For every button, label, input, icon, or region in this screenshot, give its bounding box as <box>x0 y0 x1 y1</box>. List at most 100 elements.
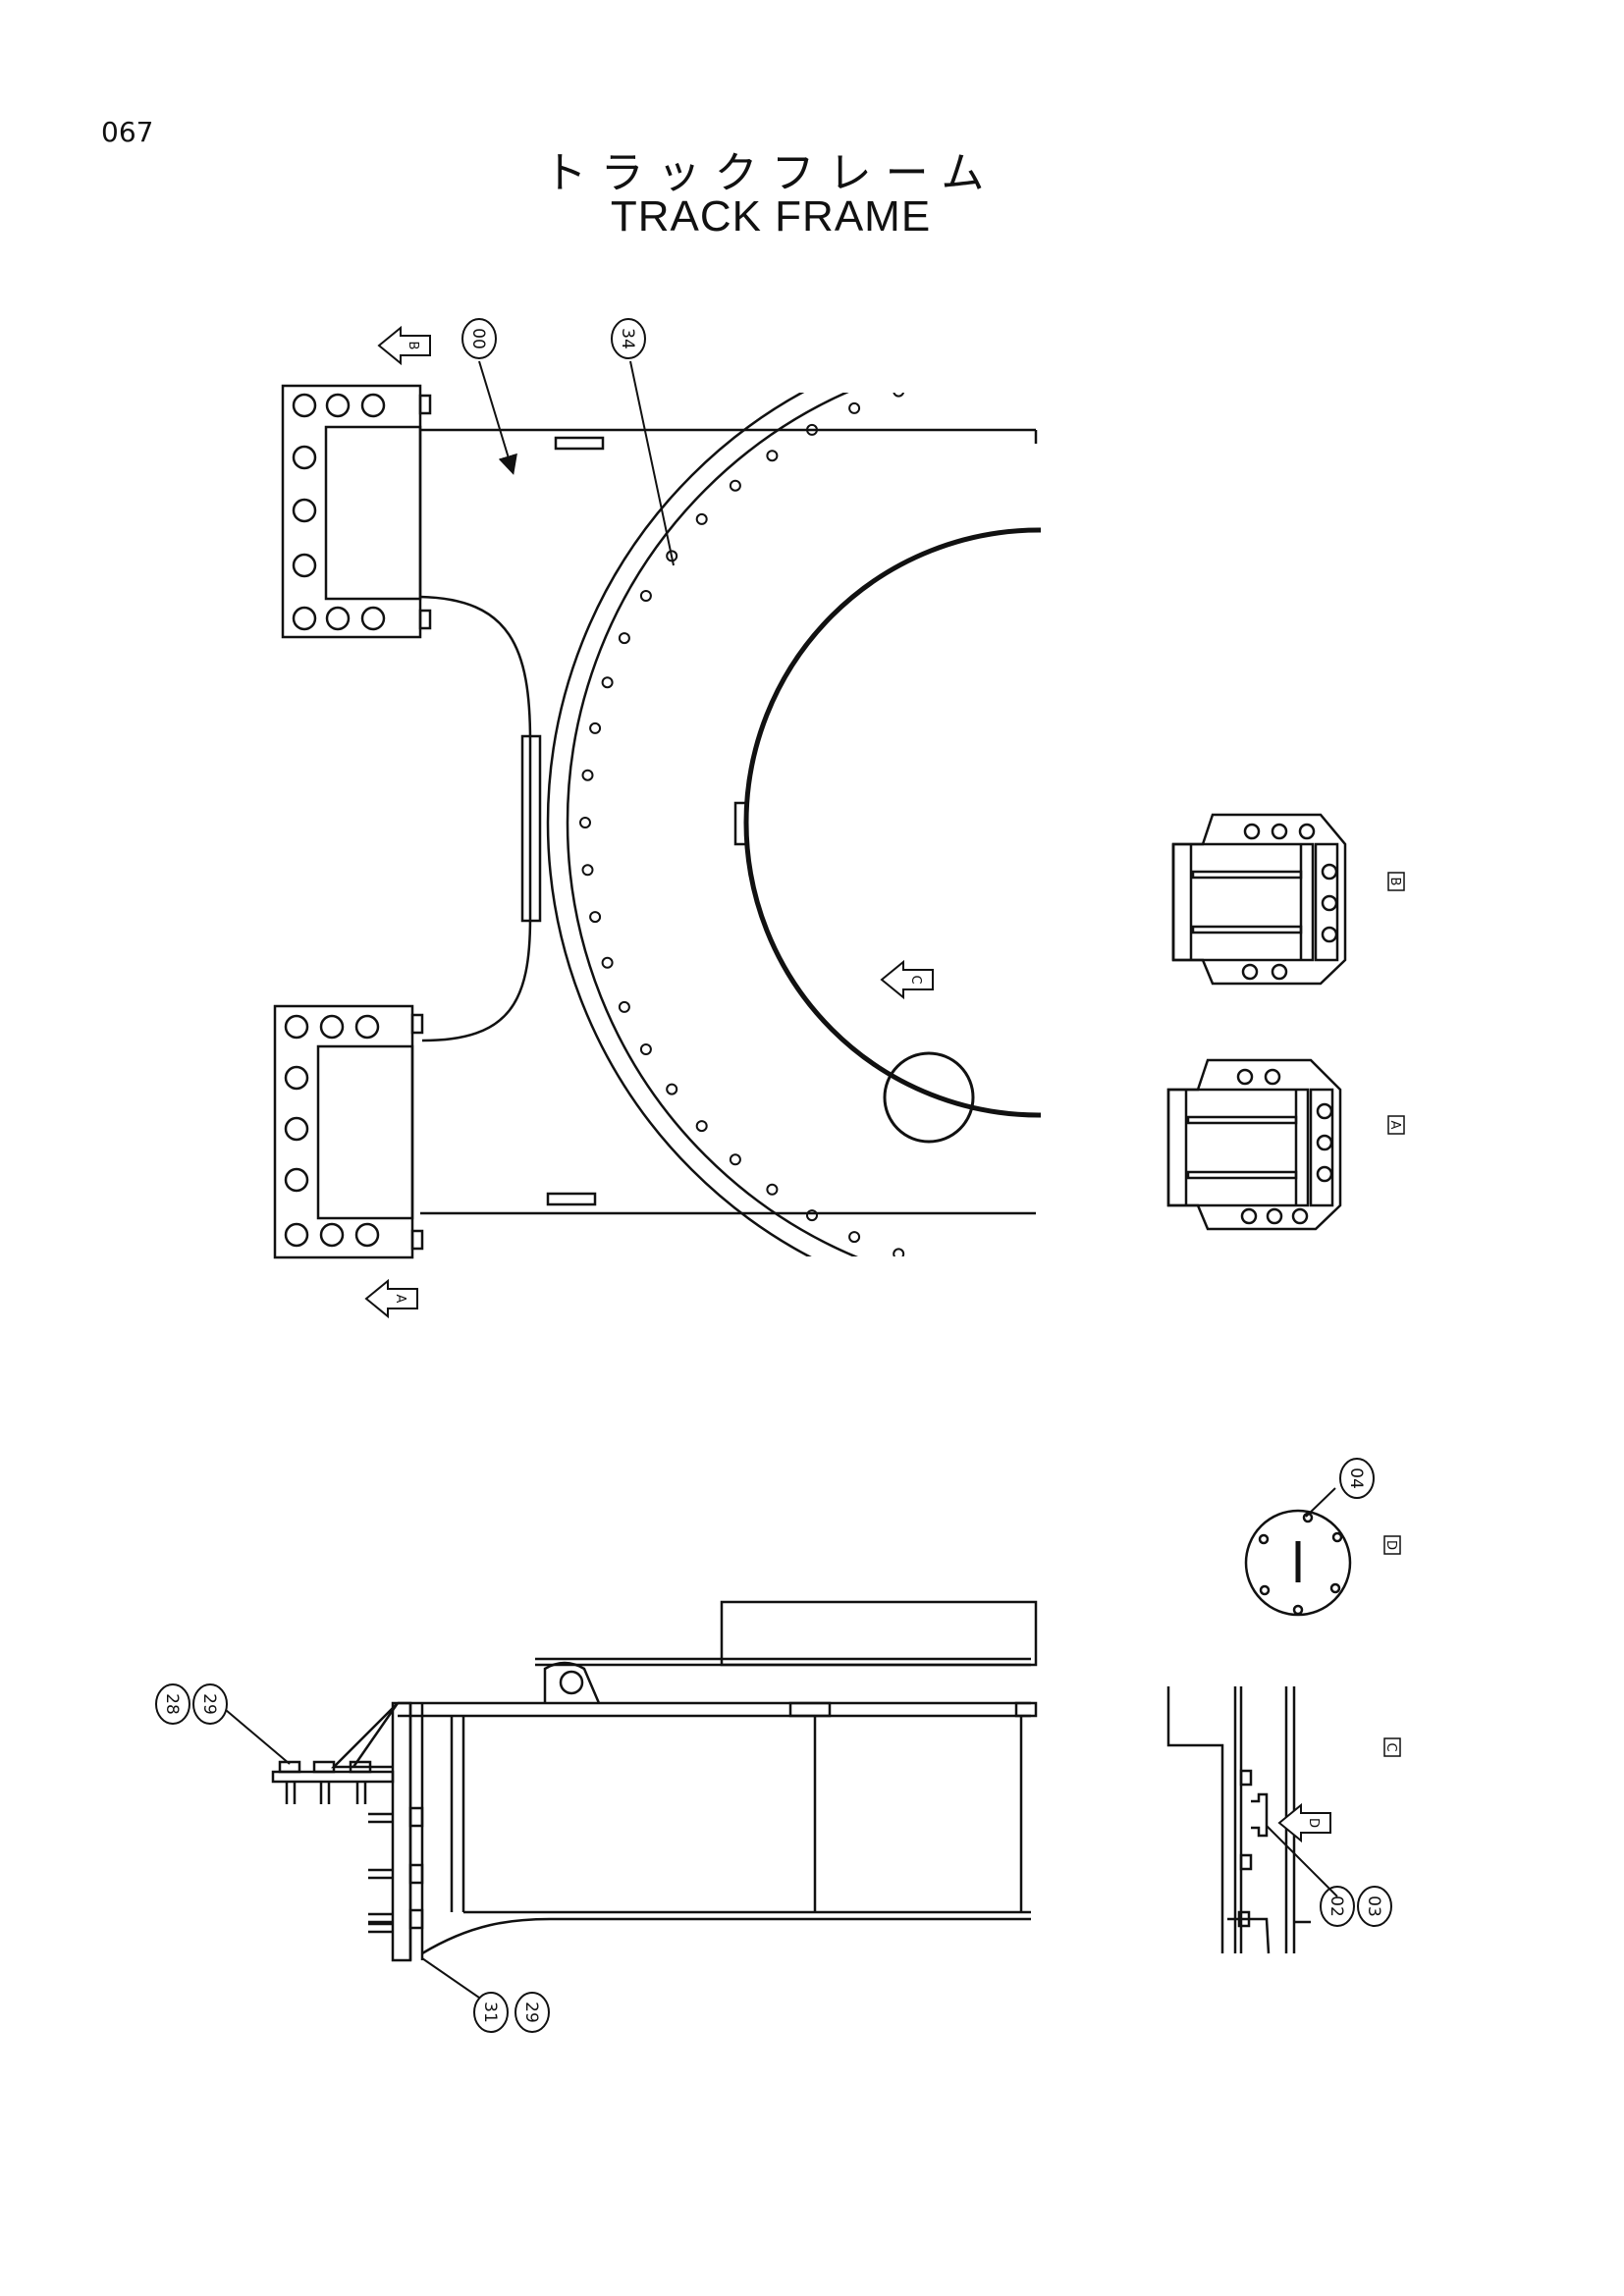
view-arrow-d: D <box>1277 1802 1331 1843</box>
bolt-hole <box>940 374 949 384</box>
callout-label: 29 <box>199 1693 219 1715</box>
view-c-section <box>1166 1686 1311 1954</box>
bolt-hole <box>1486 865 1495 875</box>
view-arrow-a: A <box>364 1278 418 1319</box>
bolt-hole <box>581 769 594 781</box>
plan-view <box>273 364 1497 1281</box>
bolt-hole <box>581 864 594 877</box>
bolt-hole <box>695 1120 708 1133</box>
callout-29b: 29 <box>514 1992 550 2033</box>
svg-text:D: D <box>1383 1540 1398 1550</box>
callout-34: 34 <box>611 318 646 359</box>
bolt-hole <box>1261 425 1271 435</box>
bolt-hole <box>729 1153 741 1166</box>
bolt-hole <box>1081 1269 1091 1279</box>
view-d-cover-plate <box>1244 1509 1352 1617</box>
bolt-hole <box>1128 1261 1138 1271</box>
bolt-hole <box>589 721 602 734</box>
bolt-hole <box>893 393 905 398</box>
callout-03: 03 <box>1357 1886 1392 1927</box>
bolt-hole <box>1401 1085 1411 1095</box>
bolt-hole <box>1174 1249 1184 1258</box>
callout-label: 04 <box>1346 1468 1366 1489</box>
callout-label: 00 <box>468 328 488 349</box>
bolt-hole <box>601 956 614 969</box>
title-japanese: トラックフレーム <box>543 148 999 198</box>
callout-00: 00 <box>461 318 497 359</box>
svg-text:B: B <box>1387 878 1402 886</box>
view-label-a: A <box>1387 1115 1405 1135</box>
bolt-hole <box>806 1209 818 1222</box>
bolt-hole <box>1371 1121 1380 1131</box>
callout-label: 02 <box>1326 1896 1346 1917</box>
svg-text:B: B <box>406 342 420 350</box>
bolt-hole <box>1465 677 1475 687</box>
bolt-hole <box>1034 1271 1044 1281</box>
bolt-hole <box>639 590 652 602</box>
bolt-hole <box>618 1000 630 1013</box>
bolt-hole <box>1218 1232 1228 1242</box>
svg-text:D: D <box>1306 1818 1321 1828</box>
bolt-hole <box>579 817 591 828</box>
bolt-hole <box>695 512 708 525</box>
bolt-hole <box>1301 451 1311 460</box>
leader-lines <box>225 360 1338 1999</box>
svg-text:A: A <box>1387 1121 1402 1130</box>
callout-label: 03 <box>1364 1896 1383 1917</box>
callout-label: 28 <box>162 1693 182 1715</box>
swing-bearing-ring <box>546 364 1497 1281</box>
bolt-hole <box>1034 364 1044 374</box>
bolt-hole <box>1488 818 1497 828</box>
callout-02: 02 <box>1320 1886 1355 1927</box>
view-label-b: B <box>1387 872 1405 891</box>
bolt-hole <box>766 450 779 462</box>
bolt-hole <box>1081 367 1091 377</box>
bolt-hole <box>1218 403 1228 413</box>
callout-31: 31 <box>473 1992 509 2033</box>
bolt-hole <box>1128 374 1138 384</box>
title-english: TRACK FRAME <box>610 192 932 240</box>
callout-04: 04 <box>1339 1458 1375 1499</box>
bolt-hole <box>1448 633 1458 643</box>
callout-label: 34 <box>618 328 637 349</box>
bolt-hole <box>848 401 861 414</box>
upper-mount-block <box>281 384 432 639</box>
page-number: 067 <box>101 116 154 148</box>
bolt-hole <box>639 1043 652 1055</box>
view-label-c: C <box>1383 1737 1401 1757</box>
bolt-hole <box>589 911 602 924</box>
bolt-hole <box>1337 1154 1347 1164</box>
view-arrow-b: B <box>377 325 431 366</box>
bolt-hole <box>848 1231 861 1244</box>
bolt-hole <box>1465 958 1475 968</box>
bolt-hole <box>1401 551 1411 561</box>
bolt-hole <box>940 1261 949 1271</box>
callout-29a: 29 <box>192 1683 228 1725</box>
bolt-hole <box>1478 723 1488 733</box>
bolt-hole <box>893 1248 905 1256</box>
bolt-hole <box>601 676 614 689</box>
access-hole <box>883 1051 975 1144</box>
bolt-hole <box>1174 387 1184 397</box>
callout-28: 28 <box>155 1683 190 1725</box>
frame-outline <box>419 428 1036 1215</box>
bolt-hole <box>1448 1002 1458 1012</box>
center-opening <box>733 527 1041 1118</box>
bolt-hole <box>1337 481 1347 491</box>
bolt-hole <box>987 367 997 377</box>
bolt-hole <box>618 632 630 645</box>
bolt-hole <box>987 1269 997 1279</box>
view-arrow-c: C <box>880 959 934 1000</box>
view-b-detail <box>1171 813 1347 986</box>
callout-label: 31 <box>480 2002 500 2023</box>
bolt-hole <box>729 479 741 492</box>
svg-text:C: C <box>1383 1742 1398 1751</box>
bolt-hole <box>1486 771 1495 780</box>
view-label-d: D <box>1383 1535 1401 1555</box>
bolt-hole <box>806 423 818 436</box>
svg-text:A: A <box>393 1295 407 1304</box>
side-elevation-view <box>271 1600 1038 1962</box>
bolt-hole <box>1427 591 1436 601</box>
bolt-hole <box>1371 514 1380 524</box>
